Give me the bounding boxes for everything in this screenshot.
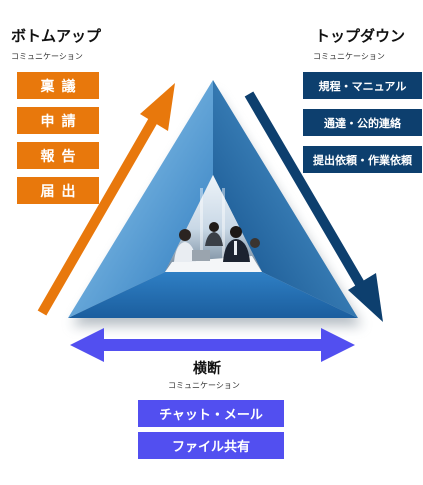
- top-down-title: トップダウン: [315, 27, 406, 45]
- top-down-item-requests: 提出依頼・作業依頼: [303, 146, 422, 173]
- bottom-up-item-shinsei: 申請: [17, 107, 99, 134]
- horizontal-arrow: [70, 328, 355, 362]
- top-down-arrow: [244, 91, 383, 322]
- bottom-up-item-houkoku: 報告: [17, 142, 99, 169]
- bottom-up-subtitle: コミュニケーション: [11, 52, 83, 61]
- triangle-frame: [68, 80, 358, 318]
- top-down-item-rules-manual: 規程・マニュアル: [303, 72, 422, 99]
- bottom-up-item-ringi: 稟議: [17, 72, 99, 99]
- bottom-up-title: ボトムアップ: [11, 27, 102, 45]
- horizontal-subtitle: コミュニケーション: [168, 381, 240, 390]
- top-down-item-notices: 通達・公的連絡: [303, 109, 422, 136]
- horizontal-title: 横断: [193, 361, 221, 377]
- horizontal-item-chat-mail: チャット・メール: [138, 400, 284, 427]
- horizontal-item-file-sharing: ファイル共有: [138, 432, 284, 459]
- bottom-up-arrow: [37, 83, 175, 316]
- top-down-subtitle: コミュニケーション: [313, 52, 385, 61]
- bottom-up-item-todokede: 届出: [17, 177, 99, 204]
- meeting-photo: [165, 175, 262, 272]
